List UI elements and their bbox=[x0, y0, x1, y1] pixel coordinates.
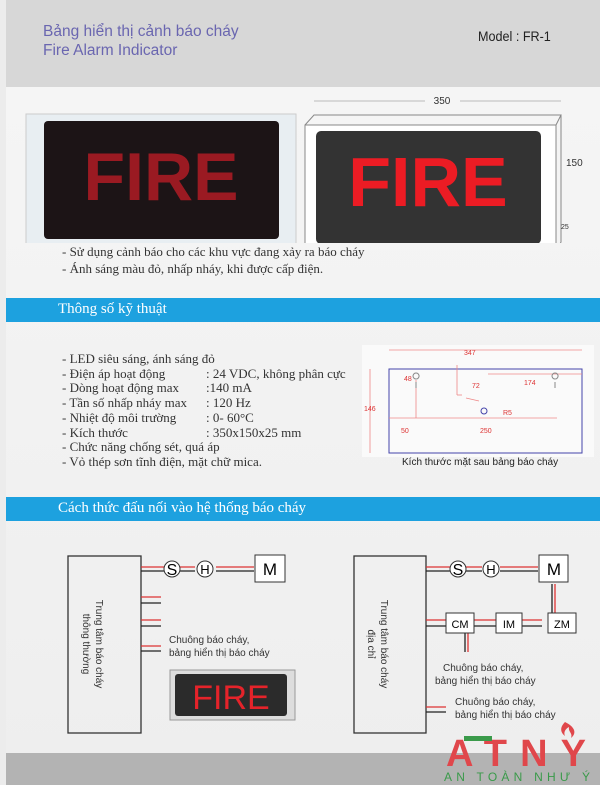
panel-label: địa chỉ bbox=[365, 630, 377, 660]
bell-label: bảng hiển thị báo cháy bbox=[455, 709, 556, 721]
spec-key: - LED siêu sáng, ánh sáng đỏ bbox=[62, 351, 215, 366]
fire-sign-text: FIRE bbox=[192, 679, 269, 717]
spec-row: - Nhiệt độ môi trường : 0- 60°C bbox=[62, 409, 346, 426]
spec-row: - Dòng hoạt động max :140 mA bbox=[62, 381, 346, 396]
back-dim-174: 174 bbox=[524, 380, 536, 387]
intro-bullet: - Ánh sáng màu đỏ, nhấp nháy, khi được c… bbox=[62, 261, 324, 276]
footer-band bbox=[6, 753, 600, 785]
spec-key: - Điện áp hoạt động bbox=[62, 365, 166, 381]
addressable-diagram: Trung tâm báo cháy địa chỉ S H M CM IM Z… bbox=[353, 554, 577, 734]
spec-key: - Nhiệt độ môi trường bbox=[62, 409, 177, 425]
title-en: Fire Alarm Indicator bbox=[43, 42, 178, 59]
back-dim-r5: R5 bbox=[503, 410, 512, 417]
conventional-diagram: Trung tâm báo cháy thông thường S H M Ch… bbox=[67, 554, 296, 734]
bell-label: Chuông báo cháy, bbox=[169, 635, 249, 646]
smoke-detector-s: S bbox=[453, 562, 464, 579]
dim-depth: 25 bbox=[561, 224, 569, 231]
back-dim-width: 347 bbox=[464, 350, 476, 357]
dim-height: 150 bbox=[566, 158, 583, 169]
product-title: Bảng hiển thị cảnh báo cháy Fire Alarm I… bbox=[43, 22, 239, 60]
spec-row: - Chức năng chống sét, quá áp bbox=[62, 440, 346, 455]
spec-row: - Vỏ thép sơn tĩnh điện, mặt chữ mica. bbox=[62, 453, 346, 470]
photo-fire-text: FIRE bbox=[84, 139, 239, 215]
smoke-detector-s: S bbox=[167, 562, 178, 579]
company-logo: ATNY AN TOÀN NHƯ Ý bbox=[444, 722, 590, 784]
drawing-fire-text: FIRE bbox=[348, 143, 507, 221]
spec-key: - Dòng hoạt động max bbox=[62, 380, 179, 396]
isolator-module-im: IM bbox=[503, 619, 515, 631]
zone-module-zm: ZM bbox=[554, 619, 570, 631]
back-dim-72: 72 bbox=[472, 383, 480, 390]
bell-label: bảng hiển thị báo cháy bbox=[169, 647, 270, 659]
intro-bullet: - Sử dụng cảnh báo cho các khu vực đang … bbox=[62, 244, 365, 259]
spec-value: : 0- 60°C bbox=[206, 409, 254, 425]
back-dim-48: 48 bbox=[404, 376, 412, 383]
title-vi: Bảng hiển thị cảnh báo cháy bbox=[43, 23, 239, 40]
specs-list: - LED siêu sáng, ánh sáng đỏ - Điện áp h… bbox=[62, 351, 346, 470]
manual-call-point-m: M bbox=[547, 560, 561, 579]
spec-value: : 24 VDC, không phân cực bbox=[206, 365, 346, 381]
spec-row: - Kích thước : 350x150x25 mm bbox=[62, 424, 346, 441]
back-drawing-caption: Kích thước mặt sau bảng báo cháy bbox=[402, 457, 559, 468]
back-dim-height: 146 bbox=[364, 406, 376, 413]
bell-label: Chuông báo cháy, bbox=[443, 663, 523, 674]
back-dim-250: 250 bbox=[480, 428, 492, 435]
control-module-cm: CM bbox=[451, 619, 468, 631]
bell-label: bảng hiển thị báo cháy bbox=[435, 675, 536, 687]
product-drawing: FIRE 350 150 25 bbox=[304, 96, 583, 243]
spec-value: : 120 Hz bbox=[206, 395, 251, 411]
product-photo: FIRE bbox=[25, 113, 297, 243]
wiring-heading: Cách thức đấu nối vào hệ thống báo cháy bbox=[6, 497, 600, 521]
model-label: Model : FR-1 bbox=[478, 28, 551, 44]
spec-row: - Tần số nhấp nháy max : 120 Hz bbox=[62, 395, 346, 411]
spec-row: - Điện áp hoạt động : 24 VDC, không phân … bbox=[62, 365, 346, 382]
product-images: FIRE FIRE 350 150 25 bbox=[25, 96, 583, 243]
heat-detector-h: H bbox=[486, 562, 495, 577]
intro-bullets: - Sử dụng cảnh báo cho các khu vực đang … bbox=[62, 243, 365, 277]
back-dim-50: 50 bbox=[401, 428, 409, 435]
spec-key: - Vỏ thép sơn tĩnh điện, mặt chữ mica. bbox=[62, 453, 262, 469]
bell-label: Chuông báo cháy, bbox=[455, 697, 535, 708]
back-dimension-drawing: 347 146 48 72 174 50 250 R5 bbox=[362, 345, 594, 457]
specs-heading: Thông số kỹ thuật bbox=[6, 298, 600, 322]
spec-key: - Kích thước bbox=[62, 424, 128, 440]
wiring-diagrams: Trung tâm báo cháy thông thường S H M Ch… bbox=[67, 554, 577, 734]
spec-row: - LED siêu sáng, ánh sáng đỏ bbox=[62, 351, 346, 367]
logo-tagline: AN TOÀN NHƯ Ý bbox=[444, 769, 590, 784]
spec-value: : 350x150x25 mm bbox=[206, 424, 302, 440]
panel-label: thông thường bbox=[80, 614, 91, 675]
flame-icon bbox=[561, 722, 575, 738]
spec-key: - Tần số nhấp nháy max bbox=[62, 395, 188, 411]
manual-call-point-m: M bbox=[263, 560, 277, 579]
heat-detector-h: H bbox=[200, 562, 209, 577]
panel-label: Trung tâm báo cháy bbox=[93, 600, 104, 689]
spec-value: :140 mA bbox=[206, 380, 252, 396]
header bbox=[6, 0, 600, 87]
spec-key: - Chức năng chống sét, quá áp bbox=[62, 439, 220, 455]
dim-width: 350 bbox=[434, 96, 451, 107]
panel-label: Trung tâm báo cháy bbox=[378, 600, 389, 689]
